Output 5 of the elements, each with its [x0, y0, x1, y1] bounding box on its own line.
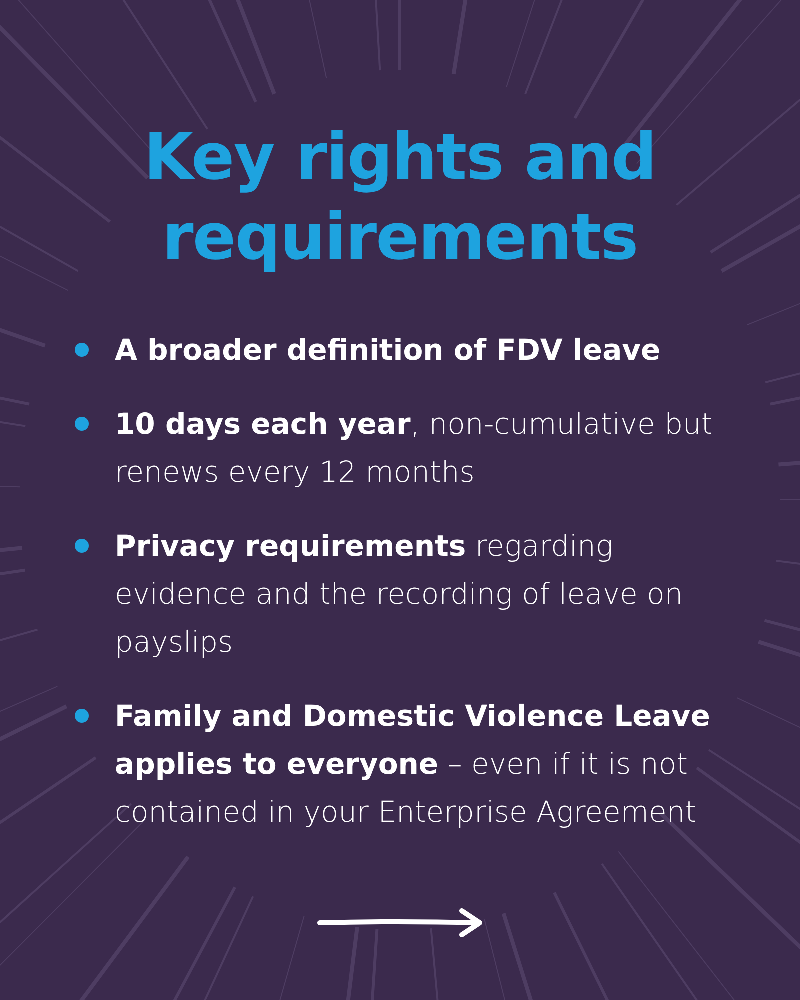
- bullet-text: Family and Domestic Violence Leave applies to everyone – even if it is not contained in your Enterprise Agreement: [115, 698, 712, 831]
- bullet-text: Privacy requirements regarding evidence and the recording of leave on payslips: [115, 528, 684, 661]
- bullet-text: A broader definition of FDV leave: [115, 332, 662, 369]
- bullet-text: 10 days each year, non-cumulative but renews every 12 months: [115, 406, 714, 491]
- title: Key rights and requirements: [142, 120, 658, 277]
